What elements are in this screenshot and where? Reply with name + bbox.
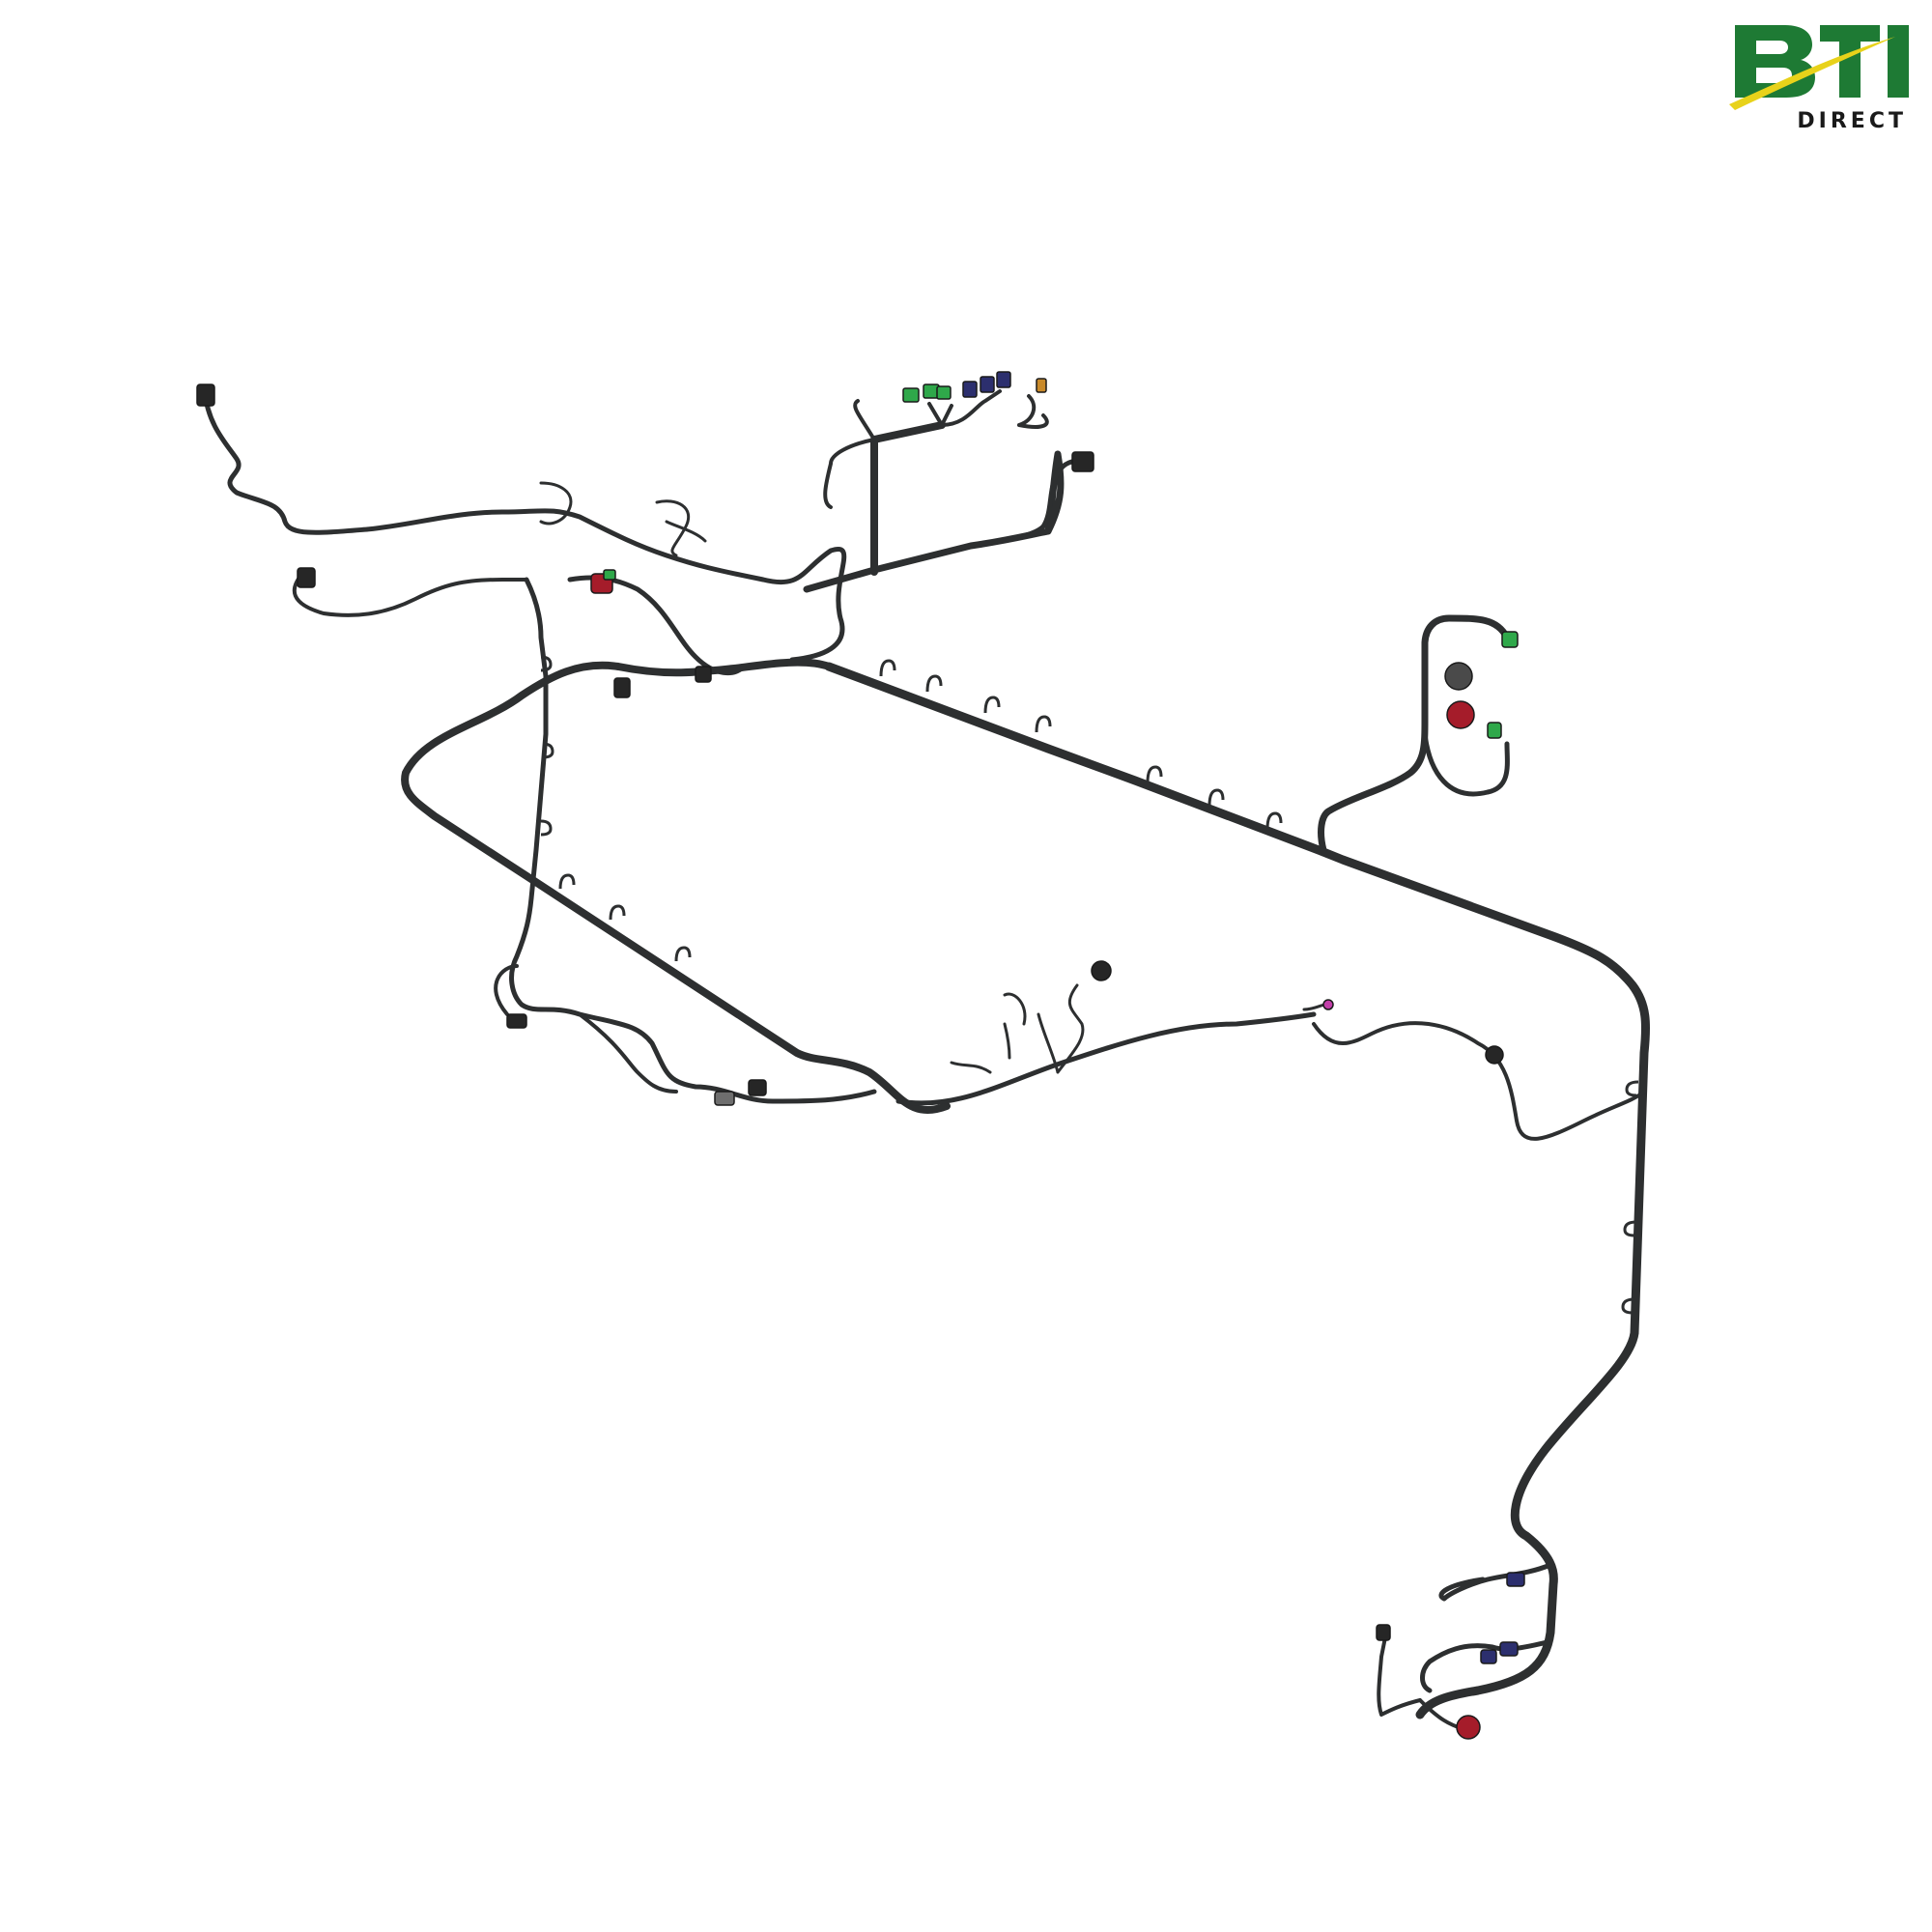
upper-left-long-wire (202, 388, 847, 663)
bti-logo-mark (1729, 25, 1909, 110)
connector-navy-bottom-2 (1499, 1641, 1519, 1657)
left-small-branch (292, 573, 528, 617)
retaining-clips (540, 655, 1639, 1315)
upper-connector-fan (823, 389, 1049, 509)
clip (542, 742, 554, 759)
connector-navy-1 (962, 381, 978, 398)
connector-black-center-left (695, 666, 712, 683)
left-mid-branch (494, 964, 519, 1016)
clip (540, 819, 553, 837)
clip (1208, 788, 1225, 807)
connector-gray-bottom (714, 1091, 735, 1106)
connector-black-upper-left (196, 384, 215, 407)
connector-round-gray (1444, 662, 1473, 691)
clip (674, 946, 692, 962)
left-inner-branch (509, 577, 877, 1104)
clip (983, 696, 1001, 714)
connectors (196, 371, 1525, 1740)
connector-round-red-bottom (1456, 1715, 1481, 1740)
clip (558, 873, 576, 890)
connector-green-3 (936, 385, 952, 400)
upper-right-branch (968, 458, 1090, 549)
connector-round-red (1446, 700, 1475, 729)
clip (1621, 1297, 1635, 1315)
upper-vertical-stub (870, 421, 946, 576)
connector-green-small (603, 569, 616, 581)
right-connector-branch (1318, 614, 1511, 854)
connector-navy-2 (980, 376, 995, 393)
connector-black-left-low (506, 1013, 527, 1029)
connector-navy-bottom-3 (1480, 1649, 1497, 1664)
clip (1035, 715, 1052, 733)
clip (925, 674, 943, 693)
connector-navy-bottom-1 (1506, 1572, 1525, 1587)
clip (1623, 1220, 1637, 1237)
clip (1625, 1080, 1639, 1097)
connector-green-right-top (1501, 631, 1519, 648)
center-connector-cluster (950, 983, 1085, 1074)
logo-letter-i (1888, 25, 1909, 98)
connector-round-black-center (1091, 960, 1112, 981)
upper-mid-short-wires (539, 481, 707, 557)
logo-swoosh (1729, 37, 1895, 110)
connector-green-1 (902, 387, 920, 403)
right-connector-loop (1422, 731, 1510, 797)
connector-black-bottom-left (1376, 1624, 1391, 1641)
connector-black-bottom (748, 1079, 767, 1096)
clip (1146, 765, 1163, 783)
bottom-left-branch (578, 1012, 678, 1094)
connector-black-center-right (1485, 1045, 1504, 1065)
connector-green-right-mid (1487, 722, 1502, 739)
main-trunk-left-loop (401, 658, 951, 1115)
connector-orange-top (1036, 378, 1047, 393)
logo-subtitle: DIRECT (1797, 109, 1907, 133)
clip (879, 659, 896, 677)
magenta-branch (1302, 1003, 1327, 1011)
bti-direct-logo: DIRECT (1725, 17, 1918, 133)
lower-right-branch (1312, 1021, 1646, 1141)
clip (1265, 811, 1283, 830)
connector-black-left (297, 567, 316, 588)
connector-black-top-right (1071, 451, 1094, 472)
clip (540, 655, 553, 672)
connector-magenta (1322, 999, 1334, 1010)
main-trunk-upper (824, 662, 1651, 1719)
connector-black-mid-left (613, 677, 631, 698)
clip (609, 904, 626, 921)
connector-navy-3 (996, 371, 1011, 388)
logo-letter-t (1820, 25, 1880, 98)
lower-center-branch (895, 1011, 1317, 1106)
